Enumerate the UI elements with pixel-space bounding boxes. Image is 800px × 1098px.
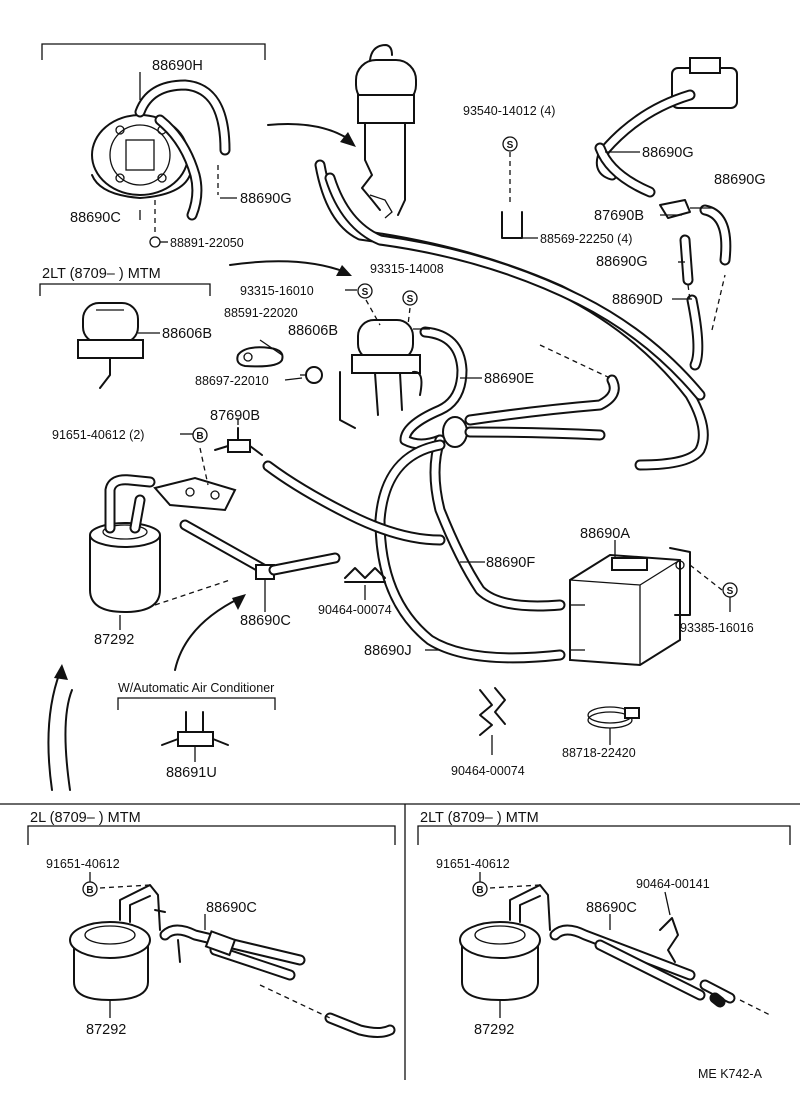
vsv-connector-top-right [594, 57, 738, 371]
svg-text:B: B [86, 885, 93, 896]
label-93315-14008: 93315-14008 [370, 262, 444, 276]
bolt-symbol-91651-c: B [472, 881, 488, 897]
screw-symbol-93385: S [722, 582, 738, 598]
label-88690D: 88690D [612, 292, 663, 308]
vacuum-switching-valve [355, 44, 417, 219]
svg-text:S: S [727, 586, 734, 597]
label-88690G-d: 88690G [596, 254, 648, 270]
label-88690H: 88690H [152, 58, 203, 74]
label-87690B-b: 87690B [210, 408, 260, 424]
direction-arrow-top [267, 123, 356, 147]
vacuum-lines-main [314, 159, 709, 471]
vacuum-filter-87292-2lt [459, 884, 771, 1016]
label-87292-b: 87292 [86, 1022, 126, 1038]
grommet-88697 [300, 366, 323, 384]
hose-88690E [399, 326, 620, 450]
section-title-2lt-bottom: 2LT (8709– ) MTM [420, 810, 539, 826]
label-88690E: 88690E [484, 371, 534, 387]
tee-fitting-88691U [161, 711, 229, 762]
label-91651-b: 91651-40612 [46, 857, 120, 871]
bolt-symbol-91651-b: B [82, 881, 98, 897]
group-bracket-2lt-top [39, 283, 211, 296]
label-88690F: 88690F [486, 555, 535, 571]
bolt-symbol-91651-a: B [192, 427, 208, 443]
label-93540: 93540-14012 (4) [463, 104, 555, 118]
screw-leaders [365, 299, 411, 326]
clamp-88591 [236, 346, 284, 368]
label-88690A: 88690A [580, 526, 630, 542]
diagram-code: ME K742-A [698, 1067, 763, 1081]
direction-arrow-2lt [229, 260, 352, 276]
label-90464-a: 90464-00074 [318, 603, 392, 617]
part-labels: 88690H 88690G 88690C 88891-22050 93540-1… [30, 58, 766, 1081]
svg-text:S: S [407, 294, 414, 305]
direction-arrow-long [47, 664, 73, 791]
label-93385: 93385-16016 [680, 621, 754, 635]
svg-text:S: S [507, 140, 514, 151]
label-88591: 88591-22020 [224, 306, 298, 320]
label-88891: 88891-22050 [170, 236, 244, 250]
label-88690G-c: 88690G [714, 172, 766, 188]
label-88690C-a: 88690C [70, 210, 121, 226]
label-88690C-b: 88690C [240, 613, 291, 629]
clip-90464-lower [479, 687, 506, 755]
section-title-w-auto-ac: W/Automatic Air Conditioner [118, 681, 274, 695]
hose-88690J [374, 439, 566, 664]
screw-symbol-93315-16010: S [357, 283, 373, 299]
bracket-88569 [501, 152, 523, 239]
label-87292-a: 87292 [94, 632, 134, 648]
label-93315-16010: 93315-16010 [240, 284, 314, 298]
bottom-section-brackets [0, 803, 800, 1080]
connector-87690B [214, 427, 263, 456]
label-88690C-c: 88690C [206, 900, 257, 916]
hose-88690C-mid [154, 519, 341, 606]
label-88697: 88697-22010 [195, 374, 269, 388]
svg-text:B: B [196, 431, 203, 442]
group-bracket-w-auto-ac [117, 697, 276, 710]
label-88569: 88569-22250 (4) [540, 232, 632, 246]
hose-upper-mid [262, 460, 446, 546]
direction-arrow-ac [174, 594, 246, 671]
label-88690C-d: 88690C [586, 900, 637, 916]
vacuum-pump-assembly [91, 79, 231, 248]
label-88690G-a: 88690G [240, 191, 292, 207]
label-88690G-b: 88690G [642, 145, 694, 161]
label-88606B-b: 88606B [288, 323, 338, 339]
label-91651-c: 91651-40612 [436, 857, 510, 871]
actuator-88606B-center [339, 319, 423, 429]
label-87690B-a: 87690B [594, 208, 644, 224]
section-title-2l-bottom: 2L (8709– ) MTM [30, 810, 141, 826]
label-88690J: 88690J [364, 643, 412, 659]
section-title-2lt-top: 2LT (8709– ) MTM [42, 266, 161, 282]
label-90464-c: 90464-00141 [636, 877, 710, 891]
hose-88690F [429, 434, 566, 612]
screw-symbol-93540: S [502, 136, 518, 152]
vacuum-tank-88690A [569, 547, 723, 667]
vacuum-filter-87292 [89, 474, 161, 614]
vacuum-filter-87292-2l [69, 884, 396, 1038]
svg-text:S: S [362, 287, 369, 298]
actuator-88606B-left [77, 302, 144, 389]
hose-clamp-88718 [587, 706, 640, 729]
label-90464-b: 90464-00074 [451, 764, 525, 778]
clip-90464-mid [344, 567, 386, 583]
bracket-plate-left [153, 447, 237, 512]
label-88718: 88718-22420 [562, 746, 636, 760]
leader-lines [89, 72, 731, 1018]
label-91651-a: 91651-40612 (2) [52, 428, 144, 442]
label-88691U: 88691U [166, 765, 217, 781]
svg-text:B: B [476, 885, 483, 896]
label-88606B-a: 88606B [162, 326, 212, 342]
group-bracket-top-left [41, 43, 266, 60]
label-87292-c: 87292 [474, 1022, 514, 1038]
screw-symbol-93315-14008: S [402, 290, 418, 306]
